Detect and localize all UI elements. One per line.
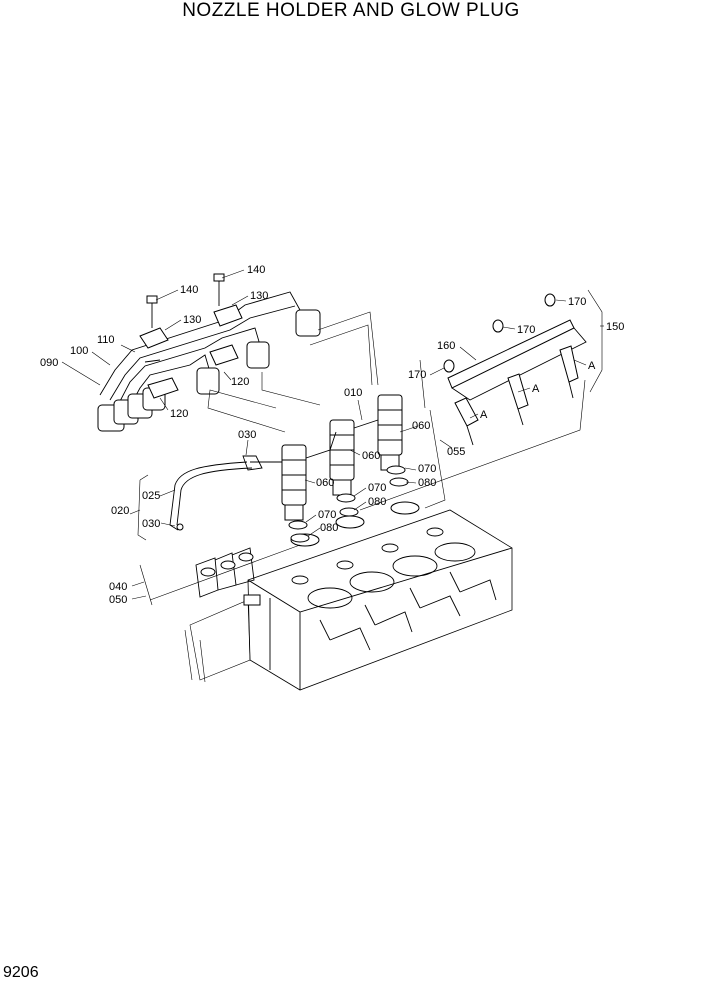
callout-080-middle: 080 bbox=[368, 496, 386, 508]
callout-080-right: 080 bbox=[418, 477, 436, 489]
callout-025: 025 bbox=[142, 490, 160, 502]
callout-060-right: 060 bbox=[412, 420, 430, 432]
callout-070-middle: 070 bbox=[368, 482, 386, 494]
callout-030-upper: 030 bbox=[238, 429, 256, 441]
cylinder-head bbox=[184, 501, 513, 691]
callout-120-left: 120 bbox=[170, 408, 188, 420]
callout-170-top: 170 bbox=[568, 296, 586, 308]
callout-060-left: 060 bbox=[316, 477, 334, 489]
callout-090: 090 bbox=[40, 357, 58, 369]
callout-140-upper: 140 bbox=[247, 264, 265, 276]
callout-a-right: A bbox=[588, 360, 596, 372]
callout-130-right: 130 bbox=[250, 290, 268, 302]
callout-030-lower: 030 bbox=[142, 518, 160, 530]
callout-020: 020 bbox=[111, 505, 129, 517]
glow-plug-assembly bbox=[443, 293, 587, 446]
leader-and-group-lines bbox=[61, 269, 604, 606]
part-number-callouts: 140 140 130 130 110 100 090 120 120 030 … bbox=[40, 264, 624, 606]
callout-130-left: 130 bbox=[183, 314, 201, 326]
callout-080-left: 080 bbox=[320, 522, 338, 534]
callout-070-right: 070 bbox=[418, 463, 436, 475]
callout-150: 150 bbox=[606, 321, 624, 333]
callout-110: 110 bbox=[97, 334, 115, 346]
callout-055: 055 bbox=[447, 446, 465, 458]
callout-170-left: 170 bbox=[408, 369, 426, 381]
page-number: 9206 bbox=[3, 964, 39, 981]
callout-170-middle: 170 bbox=[517, 324, 535, 336]
callout-070-left: 070 bbox=[318, 509, 336, 521]
callout-050: 050 bbox=[109, 594, 127, 606]
callout-040: 040 bbox=[109, 581, 127, 593]
callout-100: 100 bbox=[70, 345, 88, 357]
injection-pipe-assembly bbox=[97, 273, 321, 432]
callout-010: 010 bbox=[344, 387, 362, 399]
callout-140-lower: 140 bbox=[180, 284, 198, 296]
callout-a-left: A bbox=[480, 409, 488, 421]
nozzle-holders bbox=[169, 394, 409, 543]
callout-a-middle: A bbox=[532, 383, 540, 395]
callout-160: 160 bbox=[437, 340, 455, 352]
callout-120-right: 120 bbox=[231, 376, 249, 388]
callout-060-middle: 060 bbox=[362, 450, 380, 462]
page-title: NOZZLE HOLDER AND GLOW PLUG bbox=[182, 0, 520, 21]
